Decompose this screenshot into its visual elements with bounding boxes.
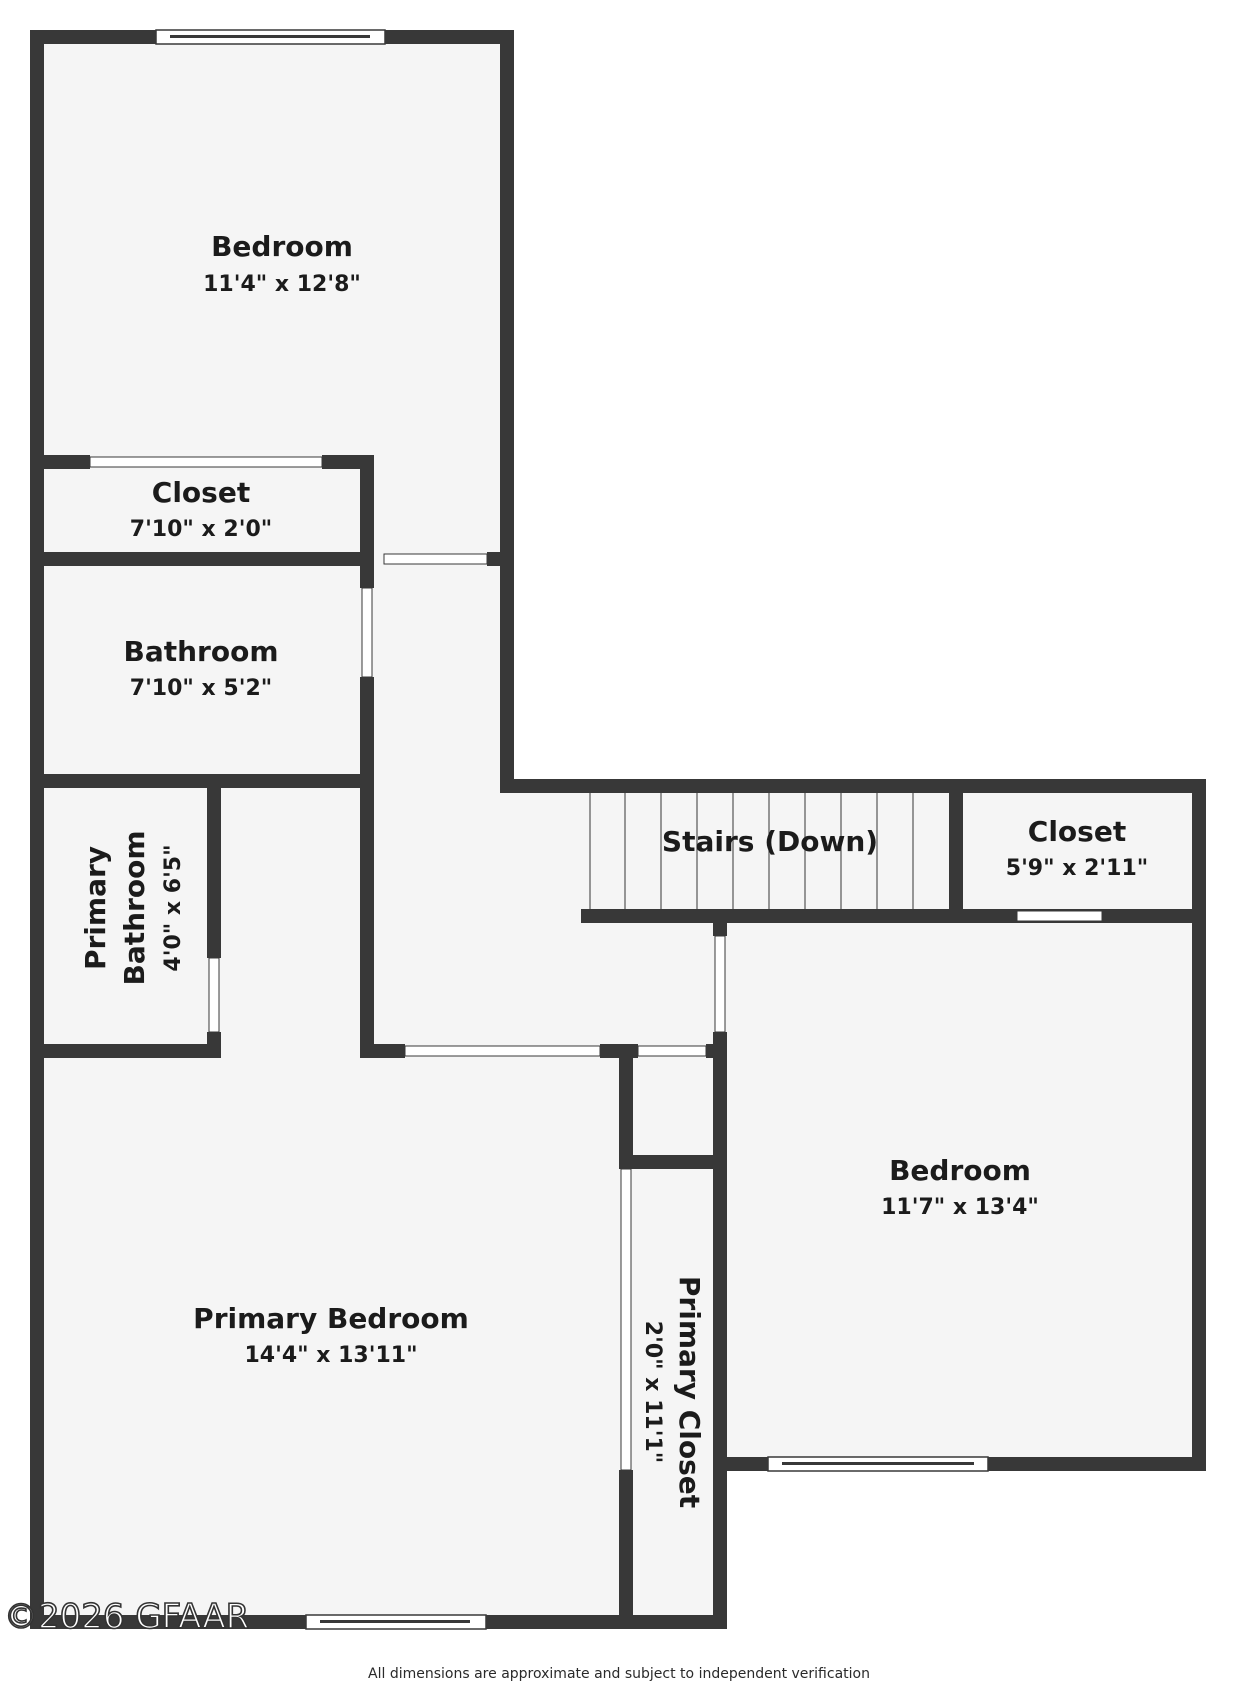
wall xyxy=(1102,909,1206,923)
room-dim-closet-right: 5'9" x 2'11" xyxy=(1006,856,1148,881)
room-name-primary-bedroom: Primary Bedroom xyxy=(193,1302,469,1335)
wall xyxy=(30,30,44,1629)
wall xyxy=(207,774,221,958)
room-dim-primary-closet: 2'0" x 11'1" xyxy=(640,1321,665,1463)
disclaimer: All dimensions are approximate and subje… xyxy=(368,1666,870,1682)
room-name-bedroom-right: Bedroom xyxy=(889,1154,1031,1187)
door-opening xyxy=(383,553,488,565)
room-dim-bedroom-right: 11'7" x 13'4" xyxy=(881,1195,1039,1220)
primary-bathroom-label: Primary Bathroom 4'0" x 6'5" xyxy=(79,830,186,985)
wall xyxy=(949,779,963,923)
room-dim-bedroom-top: 11'4" x 12'8" xyxy=(203,272,361,297)
room-name-primary-closet: Primary Closet xyxy=(673,1276,706,1508)
door-openings xyxy=(89,456,1103,1471)
wall xyxy=(619,1044,633,1169)
room-dim-bathroom: 7'10" x 5'2" xyxy=(130,676,272,701)
door-opening xyxy=(620,1168,632,1471)
room-name-bathroom: Bathroom xyxy=(123,635,278,668)
wall xyxy=(500,30,514,793)
wall xyxy=(30,774,374,788)
stairs xyxy=(589,793,914,909)
door-opening xyxy=(208,957,220,1033)
wall xyxy=(360,677,374,1057)
wall xyxy=(500,779,1206,793)
room-dim-primary-bedroom: 14'4" x 13'11" xyxy=(244,1343,417,1368)
wall xyxy=(30,455,90,469)
door-opening xyxy=(637,1045,707,1057)
wall xyxy=(30,30,156,44)
room-name-closet-top: Closet xyxy=(152,476,250,509)
wall xyxy=(385,30,514,44)
wall xyxy=(30,1615,306,1629)
wall xyxy=(713,1457,768,1471)
room-dim-primary-bathroom: 4'0" x 6'5" xyxy=(161,844,186,971)
wall xyxy=(486,1615,727,1629)
room-name-closet-right: Closet xyxy=(1028,815,1126,848)
wall xyxy=(988,1457,1206,1471)
walls xyxy=(30,30,1206,1629)
wall xyxy=(1192,779,1206,1471)
wall xyxy=(360,455,374,588)
wall xyxy=(619,1155,727,1169)
door-opening xyxy=(361,587,373,678)
wall xyxy=(30,1044,221,1058)
door-opening xyxy=(714,935,726,1033)
wall xyxy=(360,1044,405,1058)
wall xyxy=(30,552,374,566)
room-name-primary-bathroom-line1: Primary xyxy=(79,846,112,970)
wall xyxy=(619,1470,633,1629)
door-opening xyxy=(89,456,323,468)
room-dim-closet-top: 7'10" x 2'0" xyxy=(130,517,272,542)
door-opening xyxy=(1016,910,1103,922)
primary-closet-label: Primary Closet 2'0" x 11'1" xyxy=(640,1276,706,1508)
door-opening xyxy=(404,1045,601,1057)
wall xyxy=(713,909,727,936)
wall xyxy=(487,552,514,566)
room-name-primary-bathroom-line2: Bathroom xyxy=(118,830,151,985)
room-name-bedroom-top: Bedroom xyxy=(211,230,353,263)
watermark: ©2026 GFAAR xyxy=(4,1597,249,1637)
room-name-stairs: Stairs (Down) xyxy=(662,825,878,858)
wall xyxy=(949,909,1017,923)
wall xyxy=(713,1032,727,1629)
